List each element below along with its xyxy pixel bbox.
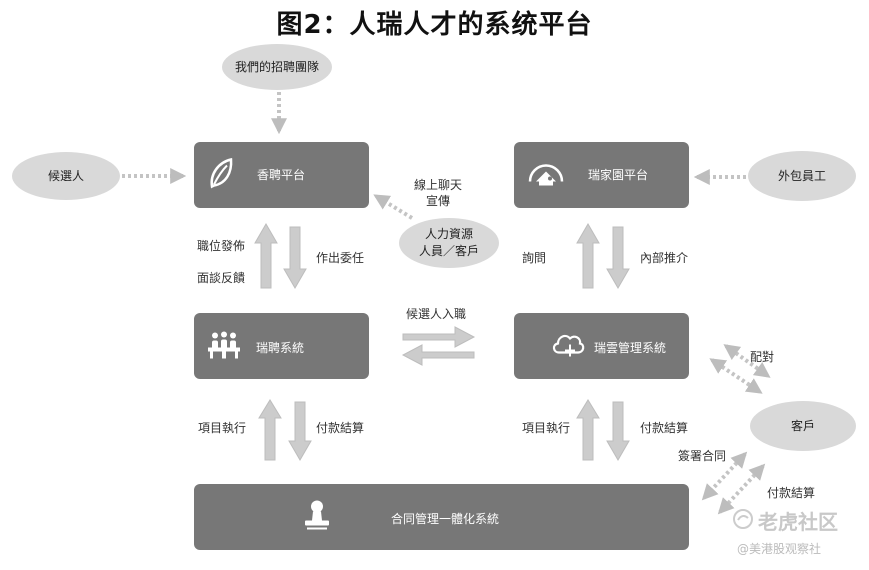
arrow-left-onboarding bbox=[401, 344, 475, 366]
page-title: 图2：人瑞人才的系统平台 bbox=[276, 10, 593, 40]
arrow-up-exec-right bbox=[576, 399, 600, 461]
box-ruijia-label: 瑞家園平台 bbox=[588, 168, 649, 182]
label-post-job: 職位發佈 bbox=[197, 239, 246, 253]
label-sign-contract: 簽署合同 bbox=[678, 449, 727, 463]
node-outsourced: 外包員工 bbox=[748, 151, 856, 201]
label-payment-customer: 付款結算 bbox=[767, 486, 816, 500]
arrow-down-mandate bbox=[283, 226, 307, 289]
label-promote: 宣傳 bbox=[426, 194, 451, 208]
box-xiangpin-label: 香聘平台 bbox=[257, 168, 306, 182]
label-interview-feedback: 面談反饋 bbox=[197, 271, 246, 285]
dotted-arrow-hr-to-xiangpin bbox=[373, 194, 414, 220]
people-meeting-icon bbox=[206, 330, 242, 363]
dotted-arrow-matching-2 bbox=[723, 344, 771, 378]
dotted-arrow-contract-2 bbox=[717, 463, 766, 515]
node-team-label: 我們的招聘團隊 bbox=[234, 59, 319, 74]
arrow-down-referral bbox=[606, 226, 630, 289]
watermark-logo-icon bbox=[732, 508, 754, 534]
arrow-right-onboarding bbox=[402, 326, 476, 348]
node-hr-customer-label: 人力資源 人員／客戶 bbox=[418, 227, 479, 258]
label-inquiry: 詢問 bbox=[522, 251, 547, 265]
node-customer-label: 客戶 bbox=[790, 418, 815, 433]
node-customer: 客戶 bbox=[750, 401, 856, 451]
arrow-up-post-job bbox=[254, 223, 278, 289]
cloud-upload-icon bbox=[550, 331, 586, 362]
dotted-arrow-matching-1 bbox=[709, 358, 763, 394]
label-payment-right: 付款結算 bbox=[640, 421, 689, 435]
box-ruiyun: 瑞雲管理系統 bbox=[514, 313, 689, 379]
node-hr-customer: 人力資源 人員／客戶 bbox=[399, 218, 499, 268]
box-contract-label: 合同管理一體化系統 bbox=[391, 512, 500, 526]
label-onboarding: 候選人入職 bbox=[406, 307, 467, 321]
box-ruiyun-label: 瑞雲管理系統 bbox=[594, 341, 667, 355]
box-ruipin-label: 瑞聘系統 bbox=[256, 341, 305, 355]
label-matching: 配對 bbox=[750, 350, 775, 364]
label-payment-left: 付款結算 bbox=[316, 421, 365, 435]
node-candidate-label: 候選人 bbox=[47, 168, 84, 183]
arrow-up-exec-left bbox=[258, 399, 282, 461]
stamp-icon bbox=[301, 499, 333, 536]
house-icon bbox=[526, 156, 566, 195]
arrow-down-pay-right bbox=[606, 401, 630, 461]
box-ruijia: 瑞家園平台 bbox=[514, 142, 689, 208]
label-issue-mandate: 作出委任 bbox=[316, 251, 365, 265]
box-ruipin: 瑞聘系統 bbox=[194, 313, 369, 379]
box-contract: 合同管理一體化系統 bbox=[194, 484, 689, 550]
watermark-handle: @美港股观察社 bbox=[737, 542, 822, 556]
label-project-exec-left: 項目執行 bbox=[198, 421, 247, 435]
node-candidate: 候選人 bbox=[12, 152, 120, 200]
label-online-chat: 線上聊天 bbox=[414, 178, 463, 192]
watermark-brand: 老虎社区 bbox=[758, 510, 838, 534]
label-project-exec-right: 項目執行 bbox=[522, 421, 571, 435]
box-xiangpin: 香聘平台 bbox=[194, 142, 369, 208]
leaf-icon bbox=[208, 157, 234, 194]
arrow-down-pay-left bbox=[288, 401, 312, 461]
label-internal-referral: 內部推介 bbox=[640, 251, 689, 265]
node-team: 我們的招聘團隊 bbox=[222, 44, 332, 90]
node-outsourced-label: 外包員工 bbox=[777, 168, 826, 183]
arrow-up-inquiry bbox=[576, 223, 600, 289]
